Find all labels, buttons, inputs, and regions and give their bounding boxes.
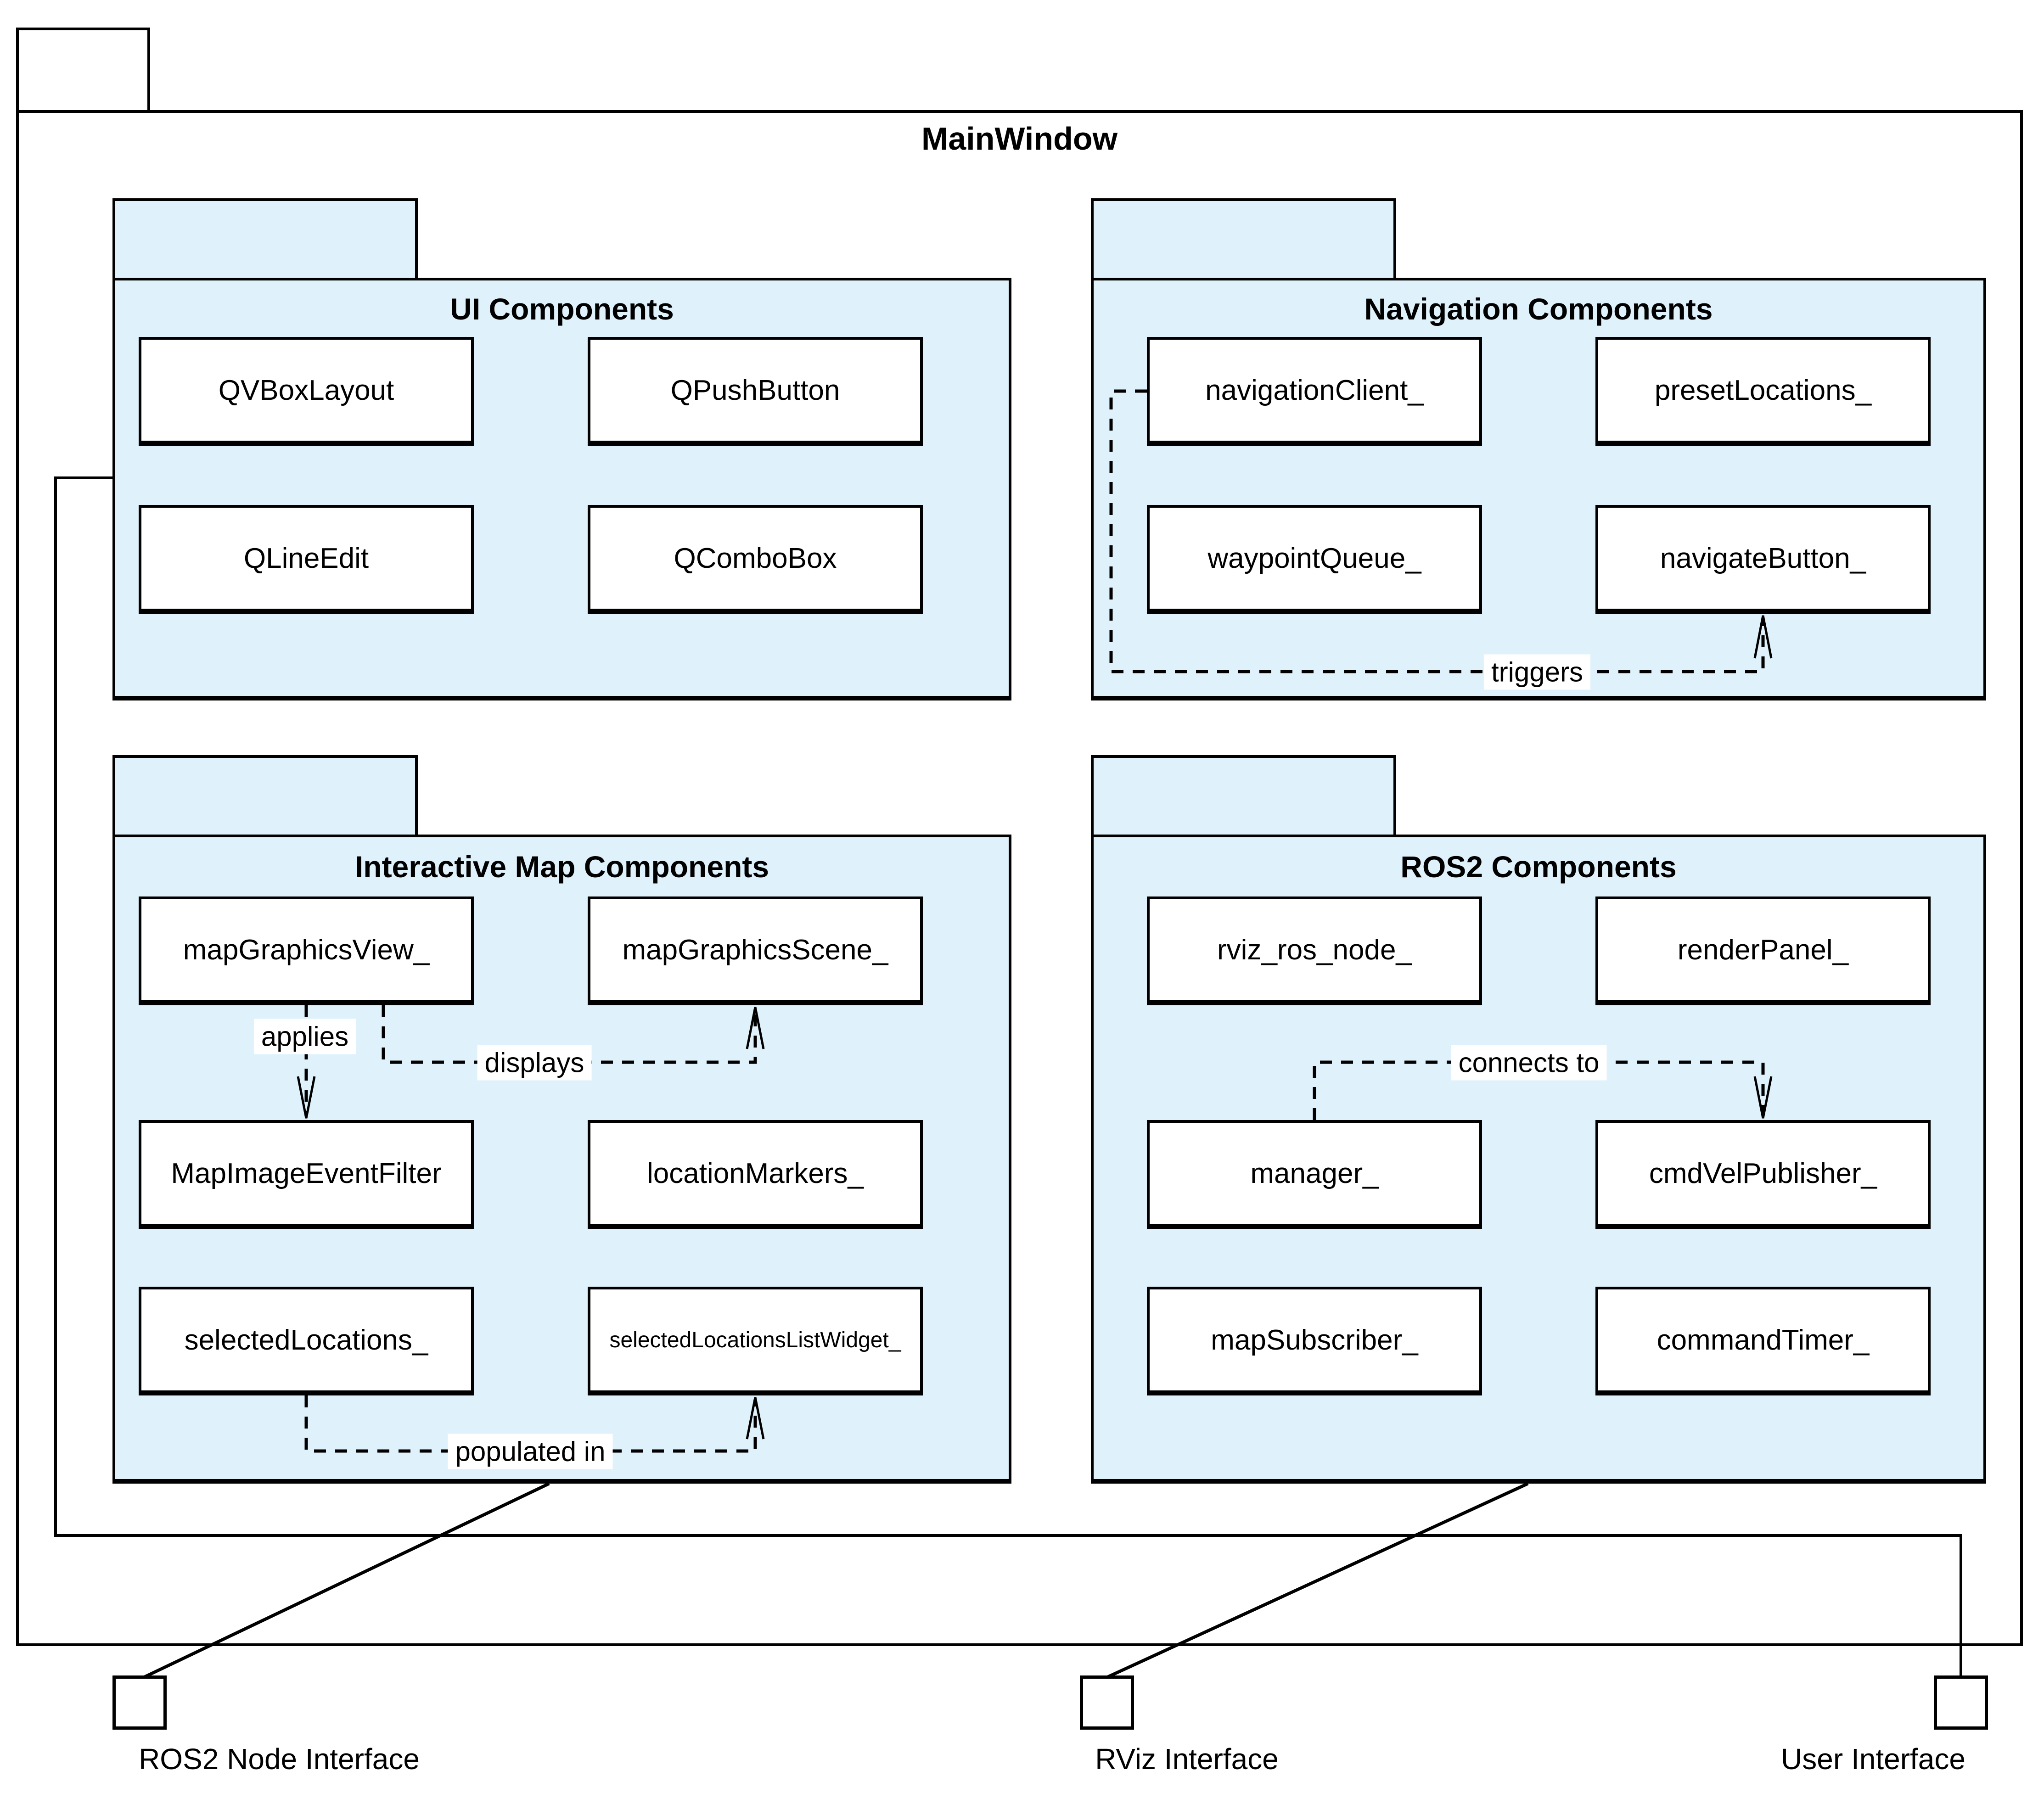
box-map-graphics-scene: mapGraphicsScene_ [588,896,923,1005]
box-preset-locations: presetLocations_ [1595,337,1931,446]
edge-label-triggers: triggers [1483,654,1591,690]
box-command-timer: commandTimer_ [1595,1287,1931,1395]
box-qcombobox: QComboBox [588,505,923,614]
interface-label-rviz: RViz Interface [1095,1743,1279,1776]
interface-square-user [1934,1675,1988,1730]
edge-label-populated-in: populated in [448,1434,613,1469]
box-manager: manager_ [1147,1120,1482,1229]
package-interactive-map-title: Interactive Map Components [354,850,769,884]
box-selected-locations: selectedLocations_ [139,1287,474,1395]
interface-label-user: User Interface [1781,1743,1965,1776]
package-interactive-map-tab [112,755,418,835]
box-qpushbutton: QPushButton [588,337,923,446]
package-ui-components-tab [112,198,418,278]
package-navigation-components-title: Navigation Components [1364,292,1713,326]
box-navigate-button: navigateButton_ [1595,505,1931,614]
box-map-subscriber: mapSubscriber_ [1147,1287,1482,1395]
box-cmd-vel-publisher: cmdVelPublisher_ [1595,1120,1931,1229]
interface-label-ros2-node: ROS2 Node Interface [139,1743,420,1776]
box-navigation-client: navigationClient_ [1147,337,1482,446]
mainwindow-tab [16,28,150,116]
box-waypoint-queue: waypointQueue_ [1147,505,1482,614]
box-map-graphics-view: mapGraphicsView_ [139,896,474,1005]
page-title: MainWindow [921,121,1118,157]
edge-label-displays: displays [477,1045,592,1081]
box-selected-locations-list-widget: selectedLocationsListWidget_ [588,1287,923,1395]
edge-label-connects-to: connects to [1451,1045,1607,1081]
edge-label-applies: applies [253,1019,356,1054]
package-ui-components-title: UI Components [450,292,674,326]
package-ros2-components-title: ROS2 Components [1400,850,1677,884]
box-render-panel: renderPanel_ [1595,896,1931,1005]
interface-square-rviz [1080,1675,1134,1730]
package-navigation-components-tab [1091,198,1396,278]
box-map-image-event-filter: MapImageEventFilter [139,1120,474,1229]
interface-square-ros2-node [112,1675,167,1730]
box-qvboxlayout: QVBoxLayout [139,337,474,446]
box-rviz-ros-node: rviz_ros_node_ [1147,896,1482,1005]
box-qlineedit: QLineEdit [139,505,474,614]
box-location-markers: locationMarkers_ [588,1120,923,1229]
package-ros2-components-tab [1091,755,1396,835]
